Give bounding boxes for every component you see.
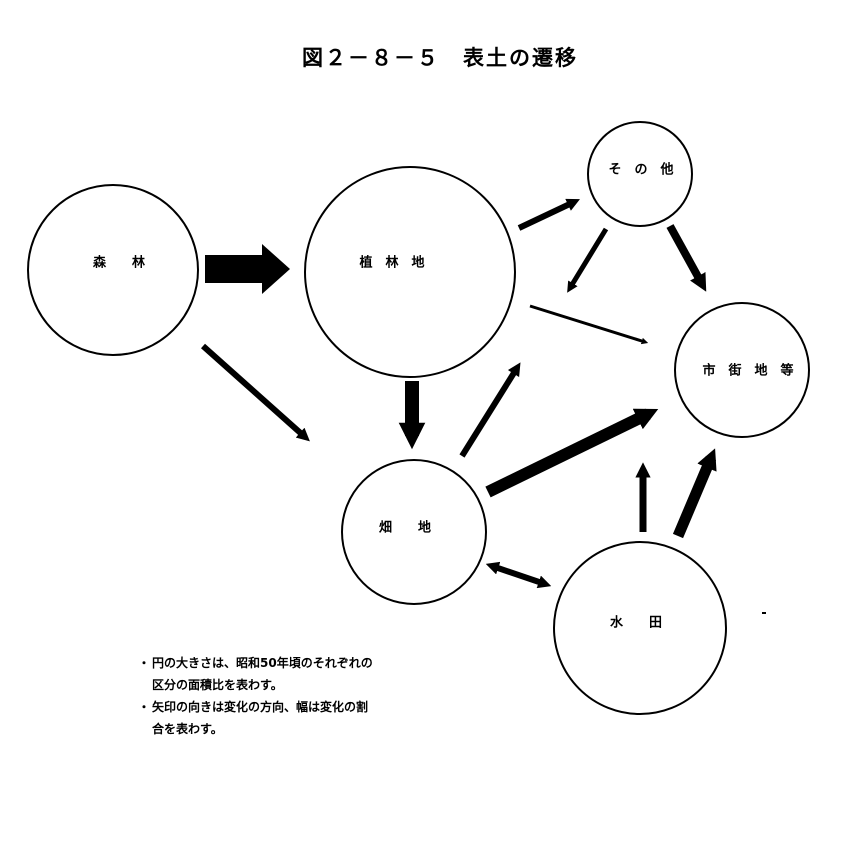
note-circle-size: 円の大きさは、昭和50年頃のそれぞれの 区分の面積比を表わす。 bbox=[138, 652, 420, 696]
node-field: 畑 地 bbox=[341, 459, 487, 605]
diagram-notes: 円の大きさは、昭和50年頃のそれぞれの 区分の面積比を表わす。 矢印の向きは変化… bbox=[138, 652, 420, 740]
node-other-label: そ の 他 bbox=[608, 162, 673, 178]
node-paddy-circle bbox=[553, 541, 727, 715]
node-plantation: 植 林 地 bbox=[304, 166, 516, 378]
arrow-field-paddy-bidirectional bbox=[485, 561, 552, 589]
arrow-field-to-plantation-area bbox=[459, 362, 521, 458]
node-urban: 市 街 地 等 bbox=[674, 302, 810, 438]
node-paddy: 水 田 bbox=[553, 541, 727, 715]
node-urban-circle bbox=[674, 302, 810, 438]
node-forest: 森 林 bbox=[27, 184, 199, 356]
arrow-other-to-plantation-area bbox=[567, 227, 609, 293]
note-arrow-meaning-line-2: 合を表わす。 bbox=[152, 722, 223, 736]
node-plantation-label: 植 林 地 bbox=[358, 255, 424, 271]
node-other: そ の 他 bbox=[587, 121, 693, 227]
node-forest-circle bbox=[27, 184, 199, 356]
arrow-other-to-urban bbox=[666, 224, 707, 292]
stray-mark bbox=[762, 612, 766, 614]
note-arrow-meaning-line-1: 矢印の向きは変化の方向、幅は変化の割 bbox=[152, 700, 369, 714]
arrow-forest-to-plantation bbox=[205, 244, 290, 294]
node-field-label: 畑 地 bbox=[379, 520, 431, 536]
note-circle-size-line-1: 円の大きさは、昭和50年頃のそれぞれの bbox=[152, 656, 373, 670]
node-field-circle bbox=[341, 459, 487, 605]
arrow-forest-to-field bbox=[201, 343, 310, 442]
arrow-plantation-to-other bbox=[517, 198, 580, 231]
node-paddy-label: 水 田 bbox=[610, 615, 662, 631]
diagram-title: 図２－８－５ 表土の遷移 bbox=[302, 46, 578, 70]
note-arrow-meaning: 矢印の向きは変化の方向、幅は変化の割 合を表わす。 bbox=[138, 696, 420, 740]
arrow-field-to-urban bbox=[485, 408, 659, 498]
arrow-paddy-to-urban-right bbox=[672, 448, 717, 539]
node-urban-label: 市 街 地 等 bbox=[702, 363, 793, 379]
node-other-circle bbox=[587, 121, 693, 227]
arrow-plantation-to-urban bbox=[529, 304, 649, 345]
note-circle-size-line-2: 区分の面積比を表わす。 bbox=[152, 678, 283, 692]
node-plantation-circle bbox=[304, 166, 516, 378]
node-forest-label: 森 林 bbox=[93, 255, 145, 271]
